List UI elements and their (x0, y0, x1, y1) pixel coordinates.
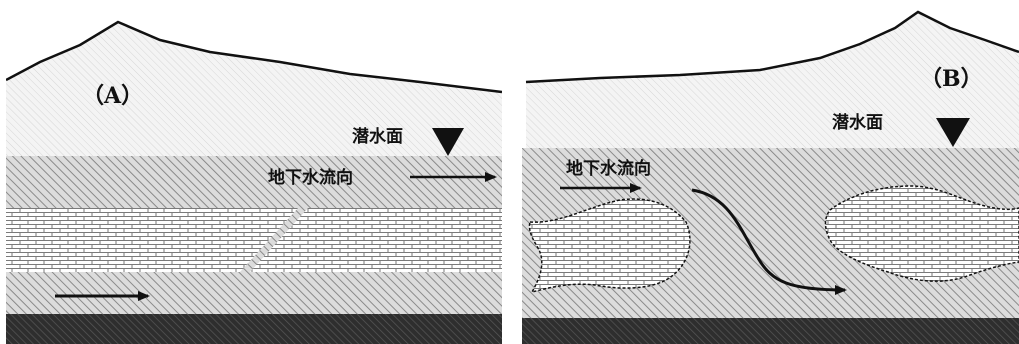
limestone-layer-left (6, 208, 298, 272)
limestone-lens-right (824, 185, 1019, 282)
panel-b-label: （B） (920, 66, 983, 92)
unsaturated-zone-b (526, 12, 1019, 148)
unsaturated-zone (6, 22, 502, 156)
panel-divider (502, 0, 522, 344)
ground-surface-line-b (525, 10, 1019, 84)
flow-label-b: 地下水流向 (566, 158, 651, 179)
limestone-lens-left (528, 198, 691, 294)
water-table-triangle-icon (432, 128, 464, 156)
water-table-triangle-icon-b (936, 118, 970, 147)
water-table-label-a: 潜水面 (352, 126, 403, 147)
flow-label-a: 地下水流向 (268, 167, 353, 188)
ground-surface-line (6, 20, 502, 94)
curved-flow-arrow-icon (691, 188, 847, 295)
panel-b: （B） 潜水面 地下水流向 (522, 10, 1019, 344)
bedrock-b (522, 318, 1019, 344)
panel-a-label: （A） (82, 83, 143, 109)
water-table-label-b: 潜水面 (832, 112, 883, 133)
panel-a: （A） 潜水面 地下水流向 (6, 20, 502, 344)
bedrock (6, 314, 502, 344)
limestone-layer-right (250, 208, 502, 272)
